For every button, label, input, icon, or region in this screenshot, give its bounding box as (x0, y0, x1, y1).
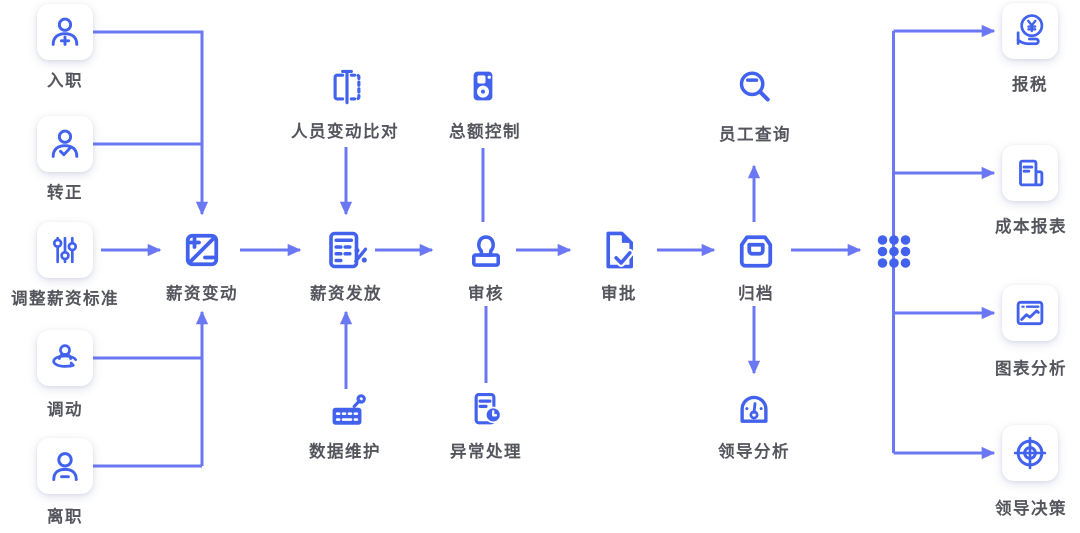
input-confirmation[interactable] (37, 116, 93, 172)
node-exception-handling-label: 异常处理 (450, 443, 522, 461)
node-review[interactable] (463, 227, 509, 273)
output-leader-decision-label: 领导决策 (995, 500, 1067, 518)
node-salary-change-label: 薪资变动 (166, 285, 238, 303)
stamp-icon (471, 235, 501, 267)
verified-user-icon (51, 129, 79, 158)
node-salary-payment-label: 薪资发放 (310, 285, 382, 303)
output-cost-report[interactable] (1002, 145, 1058, 201)
input-transfer-label: 调动 (47, 401, 83, 419)
input-resignation-label: 离职 (47, 508, 83, 526)
node-personnel-compare-label: 人员变动比对 (291, 123, 399, 141)
archive-icon (739, 235, 773, 268)
output-cost-report-label: 成本报表 (995, 218, 1067, 236)
node-employee-query[interactable] (734, 67, 774, 107)
coin-hand-icon (1016, 14, 1044, 46)
output-tax-filing-label: 报税 (1012, 76, 1048, 94)
transfer-user-icon (52, 344, 78, 368)
input-adjust-salary-standard-label: 调整薪资标准 (11, 290, 119, 308)
input-confirmation-label: 转正 (47, 184, 83, 202)
node-amount-control[interactable] (463, 66, 503, 106)
node-data-maintenance-label: 数据维护 (309, 443, 381, 461)
user-icon (52, 452, 78, 481)
amount-control-icon (473, 71, 493, 101)
salary-payment-icon (329, 231, 368, 269)
node-amount-control-label: 总额控制 (449, 123, 521, 141)
document-check-icon (606, 231, 634, 269)
node-approval-label: 审批 (601, 285, 637, 303)
output-chart-analysis-label: 图表分析 (995, 360, 1067, 378)
node-exception-handling[interactable] (465, 388, 507, 430)
node-data-maintenance[interactable] (326, 390, 368, 432)
input-adjust-salary-standard[interactable] (37, 222, 93, 278)
node-review-label: 审核 (468, 285, 504, 303)
node-salary-change[interactable] (178, 226, 226, 274)
input-resignation[interactable] (37, 438, 93, 494)
sliders-icon (52, 236, 78, 264)
node-leader-analysis[interactable] (734, 388, 774, 428)
node-salary-payment[interactable] (322, 226, 370, 274)
node-employee-query-label: 员工查询 (719, 126, 791, 144)
input-onboarding[interactable] (37, 4, 93, 60)
input-onboarding-label: 入职 (47, 72, 83, 90)
node-personnel-compare[interactable] (327, 67, 367, 107)
add-user-icon (51, 17, 79, 46)
distribution-hub-icon (877, 235, 911, 268)
compare-book-icon (333, 69, 361, 105)
dashboard-gauge-icon (740, 395, 768, 423)
node-archive[interactable] (732, 226, 780, 274)
node-approval[interactable] (596, 227, 642, 273)
output-chart-analysis[interactable] (1002, 285, 1058, 341)
node-leader-analysis-label: 领导分析 (718, 443, 790, 461)
keyboard-maintenance-icon (332, 394, 366, 425)
salary-change-icon (185, 233, 219, 267)
exception-document-icon (474, 392, 502, 425)
target-icon (1013, 436, 1047, 470)
node-archive-label: 归档 (738, 285, 774, 303)
output-tax-filing[interactable] (1002, 3, 1058, 59)
input-transfer[interactable] (37, 330, 93, 386)
cost-report-icon (1019, 159, 1044, 187)
search-icon (739, 71, 770, 102)
chart-window-icon (1016, 300, 1044, 326)
output-leader-decision[interactable] (1002, 425, 1058, 481)
